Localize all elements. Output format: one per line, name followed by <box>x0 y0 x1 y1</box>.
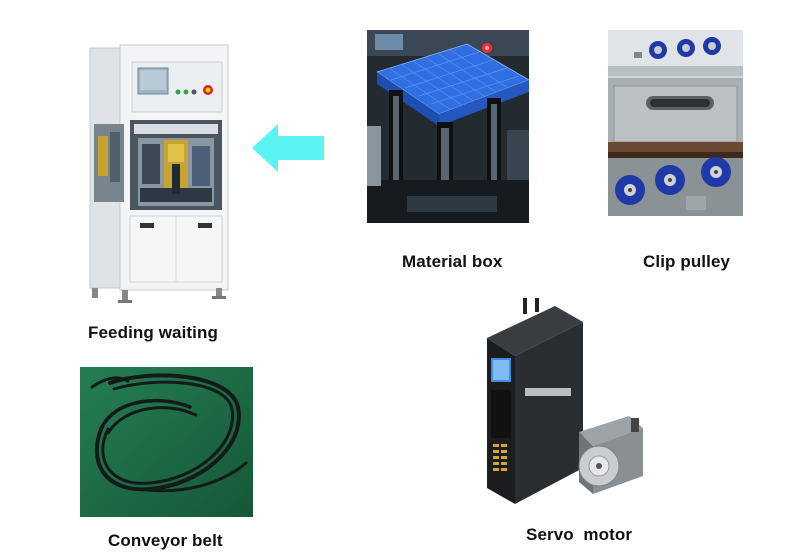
material-box-caption: Material box <box>402 252 503 271</box>
arrow-left-icon <box>252 124 324 172</box>
conveyor-belt-image <box>80 367 253 517</box>
clip-pulley-caption: Clip pulley <box>643 252 731 271</box>
servo-motor-caption: Servo motor <box>526 525 633 544</box>
conveyor-belt-caption: Conveyor belt <box>108 531 223 550</box>
servo-motor-image <box>483 298 653 508</box>
clip-pulley-image <box>608 30 743 216</box>
feeding-waiting-caption: Feeding waiting <box>88 323 218 342</box>
feeding-machine-image <box>80 40 235 305</box>
material-box-image <box>367 30 529 223</box>
